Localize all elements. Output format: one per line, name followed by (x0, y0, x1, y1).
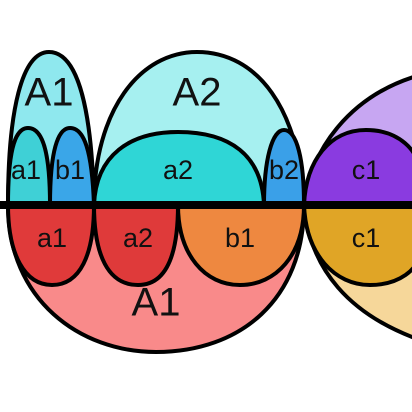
arc-top-a2 (91, 129, 267, 207)
label-bottom-A1: A1 (132, 281, 181, 325)
arc-bottom-a2 (91, 203, 181, 288)
label-top-a1: a1 (11, 155, 41, 185)
label-top-A1: A1 (25, 71, 74, 115)
arc-bottom-b1 (175, 203, 307, 288)
label-bottom-a2: a2 (123, 223, 153, 253)
label-top-A2: A2 (173, 71, 222, 115)
arc-bottom-a1 (5, 203, 97, 288)
label-bottom-a1: a1 (37, 223, 67, 253)
label-top-b2: b2 (269, 155, 299, 185)
baseline-axis (0, 201, 412, 209)
label-top-b1: b1 (55, 155, 85, 185)
label-bottom-c1: c1 (352, 223, 381, 253)
arc-top-b2 (261, 127, 307, 207)
arc-bottom-c1 (301, 203, 412, 288)
arc-top-c1 (301, 127, 412, 207)
arc-top-b1 (47, 125, 97, 207)
arc-top-a1 (5, 125, 53, 207)
label-top-a2: a2 (163, 155, 193, 185)
label-top-c1: c1 (352, 155, 381, 185)
label-bottom-b1: b1 (225, 223, 255, 253)
